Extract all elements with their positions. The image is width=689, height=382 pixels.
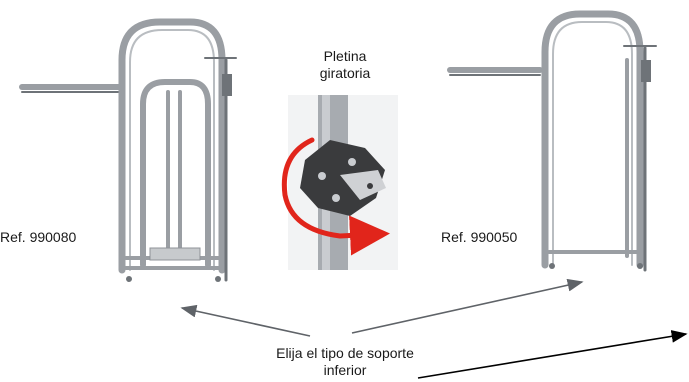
pletina-line1: Pletina bbox=[323, 48, 367, 64]
caption-line1: Elija el tipo de soporte bbox=[276, 345, 414, 361]
caption-line2: inferior bbox=[323, 362, 367, 378]
pointer-arrow-black bbox=[417, 330, 688, 379]
ref-990050-label: Ref. 990050 bbox=[441, 229, 518, 245]
gate-990080-illustration bbox=[19, 18, 237, 282]
support-type-caption: Elija el tipo de soporte inferior bbox=[250, 345, 440, 379]
pletina-giratoria-label: Pletina giratoria bbox=[300, 48, 390, 82]
pletina-line2: giratoria bbox=[319, 65, 371, 81]
pointer-arrow-right bbox=[351, 278, 584, 334]
ref-990080-label: Ref. 990080 bbox=[0, 229, 77, 245]
pletina-giratoria-detail bbox=[281, 95, 398, 270]
pointer-arrow-left bbox=[180, 304, 311, 337]
gate-990050-illustration bbox=[447, 10, 657, 272]
rotation-arrow bbox=[281, 137, 390, 256]
